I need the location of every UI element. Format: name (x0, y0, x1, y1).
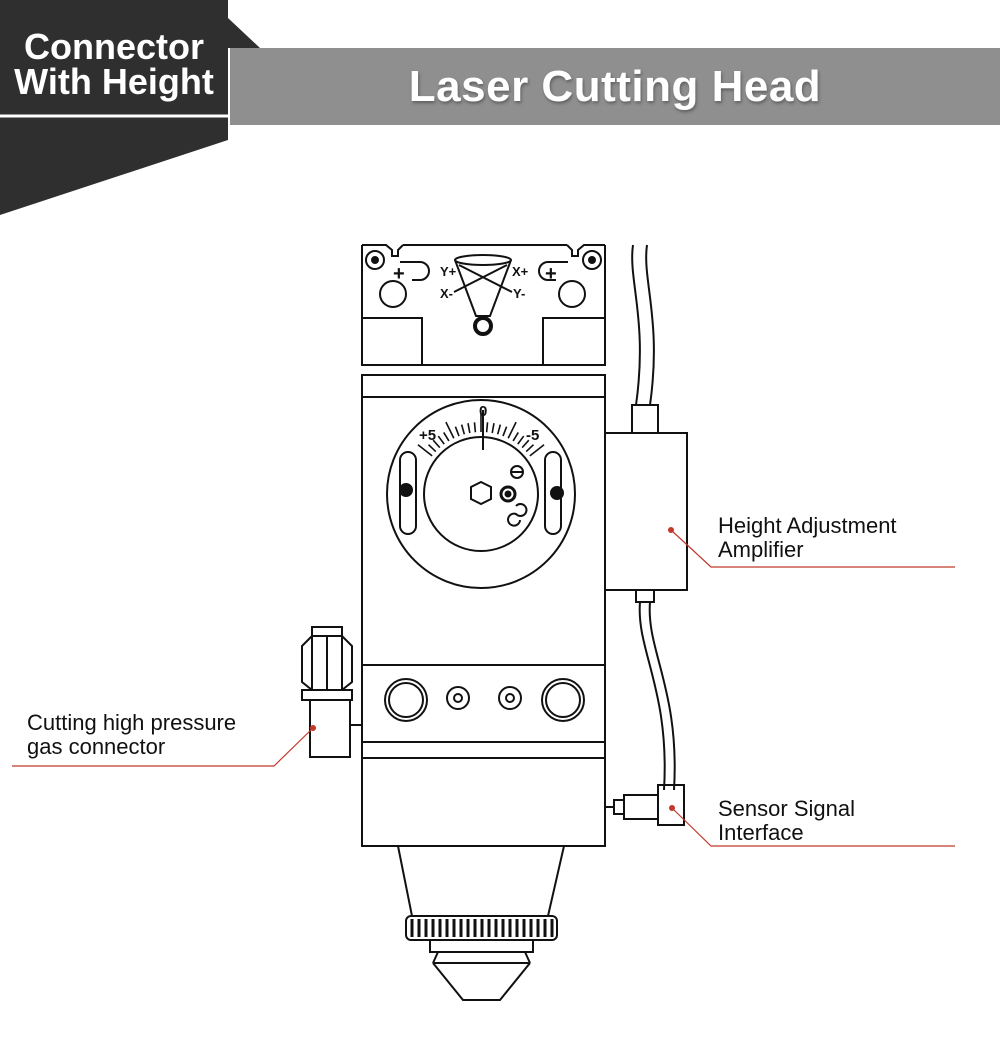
sensor-leader (671, 807, 955, 847)
dial-indicator-mark (507, 503, 528, 527)
adjust-slot-left (400, 261, 430, 281)
cable-gland-bottom (635, 589, 655, 603)
dial-tick (491, 423, 495, 434)
dial-tick (485, 422, 489, 433)
signal-cable-bottom (638, 601, 666, 791)
amplifier-leader-dot (668, 527, 674, 533)
sensor-fitting (623, 794, 659, 820)
corner-tag-line1: Connector (24, 26, 204, 67)
dial-tick (502, 426, 508, 437)
corner-tag-text: Connector With Height (0, 26, 228, 102)
signal-cable-top (631, 244, 641, 406)
callout-sensor-interface: Sensor Signal Interface (718, 797, 855, 845)
adjust-hole-icon (558, 280, 586, 308)
corner-tag-line2: With Height (14, 61, 214, 102)
lock-screw-icon (499, 485, 517, 503)
dial-label-zero: 0 (479, 403, 487, 420)
mount-screw-icon (582, 250, 602, 270)
callout-gas-line1: Cutting high pressure (27, 710, 237, 735)
dial-tick (525, 444, 535, 453)
sensor-mark-y-plus: Y+ (440, 264, 457, 279)
dial-tick (417, 444, 433, 457)
dial-label-plus: +5 (419, 427, 436, 444)
amplifier-box (604, 432, 688, 591)
dial-outer-ring (386, 399, 576, 589)
dial-tick (445, 421, 455, 439)
callout-sensor-line2: Interface (718, 820, 804, 845)
sensor-mark-x-minus: X- (440, 286, 453, 301)
callout-leaders (12, 529, 955, 847)
callout-gas-connector: Cutting high pressure gas connector (27, 711, 236, 759)
gas-leader-dot (310, 725, 316, 731)
corner-tag (0, 0, 260, 215)
dial-tick (454, 426, 460, 437)
cable-gland-top (631, 404, 659, 434)
dial-tick (473, 422, 477, 433)
page-title: Laser Cutting Head (408, 61, 822, 111)
dial-tick (427, 444, 437, 453)
sensor-mark-y-minus: Y- (513, 286, 525, 301)
adjust-plus-right: + (545, 263, 557, 285)
dial-tick (443, 431, 450, 442)
title-banner (230, 48, 1000, 125)
sensor-plug (657, 784, 685, 826)
dial-tick (507, 421, 517, 439)
adjust-plus-left: + (393, 263, 405, 285)
dial-tick (437, 435, 445, 445)
callout-sensor-line1: Sensor Signal (718, 796, 855, 821)
centering-cone-icon (453, 254, 513, 336)
amplifier-assembly (604, 244, 688, 826)
port-small-right-icon (498, 686, 522, 710)
adjust-hole-icon (379, 280, 407, 308)
dial-tick (467, 423, 471, 434)
nozzle-assembly (397, 845, 565, 1001)
gas-leader (12, 727, 314, 767)
callout-amplifier-line1: Height Adjustment (718, 513, 897, 538)
gas-connector (301, 626, 362, 758)
mount-screw-icon (365, 250, 385, 270)
hex-nut-icon (470, 480, 492, 506)
dial-face (423, 436, 539, 552)
port-large-right-icon (541, 678, 585, 722)
dial-tick (512, 431, 519, 442)
dial-label-minus: -5 (526, 427, 539, 444)
dial-tick (517, 435, 525, 445)
dial-tick (529, 444, 545, 457)
dial-tick (460, 424, 466, 435)
port-band (361, 664, 606, 743)
lower-body (361, 741, 606, 847)
knurl-lines (410, 919, 554, 937)
port-large-left-icon (384, 678, 428, 722)
sensor-leader-dot (669, 805, 675, 811)
port-small-left-icon (446, 686, 470, 710)
dial-tick (521, 439, 530, 449)
callout-amplifier-line2: Amplifier (718, 537, 804, 562)
corner-tag-shape (0, 0, 260, 215)
sensor-mark-x-plus: X+ (512, 264, 529, 279)
dial-tick (496, 424, 502, 435)
adjust-slot-right (538, 261, 568, 281)
callout-amplifier: Height Adjustment Amplifier (718, 514, 897, 562)
amplifier-leader (670, 529, 955, 568)
dial-ticks (417, 414, 545, 457)
dial-tick (432, 439, 441, 449)
top-mount-plate (361, 244, 606, 366)
callout-gas-line2: gas connector (27, 734, 166, 759)
